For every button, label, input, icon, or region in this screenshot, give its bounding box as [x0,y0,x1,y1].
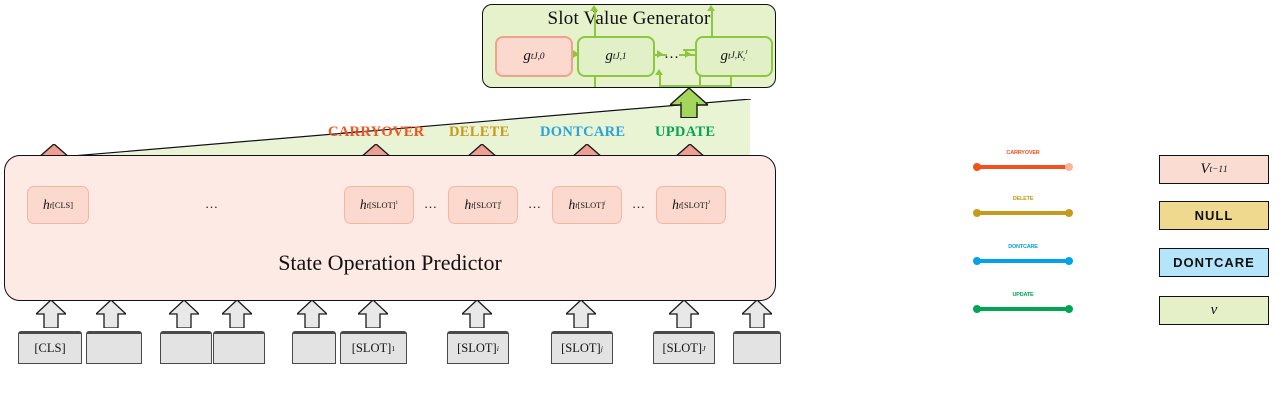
token-blank-5[interactable] [733,331,781,364]
gen-output-k-line [711,11,713,37]
token-arrow-blank-4 [297,300,327,328]
gen-output-1-line [594,11,596,37]
gen-feedback-top [683,49,701,51]
g-cell-ellipsis: … [664,46,680,62]
token-arrow-blank-2 [169,300,199,328]
gen-output-1-arrowhead [590,5,598,11]
hidden-state-ellipsis-3: … [528,196,542,211]
legend-label-update: UPDATE [1012,292,1034,298]
token-slot-J[interactable]: [SLOT]J [653,331,715,364]
legend-arrow-update [973,305,1073,313]
hidden-state-ellipsis-1: … [205,196,219,211]
operation-fan-edge [72,99,751,156]
legend-label-carryover: CARRYOVER [1006,150,1040,156]
hidden-state-ellipsis-4: … [632,196,646,211]
slot-value-generator-title: Slot Value Generator [547,8,711,29]
token-arrow-slot-1 [358,300,388,328]
hidden-state-ellipsis-2: … [424,196,438,211]
update-to-generator-arrow-outline [670,88,708,118]
token-blank-3[interactable] [213,331,265,364]
gen-feedback-1-line [594,73,596,87]
token-arrow-blank-3 [222,300,252,328]
legend-label-dontcare: DONTCARE [1008,244,1038,250]
token-arrow-cls [36,300,66,328]
gen-feedback-mid-arrowhead [655,69,663,75]
op-label-update: UPDATE [655,124,716,140]
token-slot-i[interactable]: [SLOT]i [447,331,509,364]
token-arrow-slot-i [462,300,492,328]
token-slot-j[interactable]: [SLOT]j [551,331,613,364]
token-blank-2[interactable] [160,331,212,364]
legend-label-delete: DELETE [1012,196,1034,202]
token-cls-label: [CLS] [34,341,66,355]
gen-output-k-arrowhead [707,5,715,11]
token-slot-1-label: [SLOT] [351,341,392,355]
token-arrow-blank-1 [96,300,126,328]
gen-feedback-k-bridge [701,85,732,87]
state-operation-predictor-title: State Operation Predictor [278,250,502,275]
legend-arrow-carryover [973,163,1073,171]
token-arrow-slot-j [566,300,596,328]
token-blank-1[interactable] [86,331,142,364]
token-blank-4[interactable] [292,331,336,364]
gen-link-0-1-arrowhead [573,50,579,58]
gen-link-dots-k-arrowhead [685,50,691,58]
token-arrow-blank-5 [742,300,772,328]
token-slot-J-label: [SLOT] [662,341,703,355]
token-arrow-slot-J [669,300,699,328]
value-box-dontcare: DONTCARE [1159,248,1269,277]
value-box-update: v [1159,296,1269,325]
gen-feedback-bridge [659,85,701,87]
gen-feedback-mid-line [659,73,661,87]
gen-link-1-dots-arrowhead [657,50,663,58]
gen-feedback-k-line [730,73,732,87]
value-box-delete: NULL [1159,201,1269,230]
token-slot-j-label: [SLOT] [561,341,601,355]
legend-arrow-dontcare [973,257,1073,265]
op-label-delete: DELETE [449,124,510,140]
op-label-dontcare: DONTCARE [540,124,626,140]
token-slot-i-label: [SLOT] [457,341,497,355]
op-label-carryover: CARRYOVER [328,124,425,140]
legend-arrow-delete [973,209,1073,217]
token-slot-1[interactable]: [SLOT]1 [340,331,407,364]
token-cls[interactable]: [CLS] [18,331,82,364]
